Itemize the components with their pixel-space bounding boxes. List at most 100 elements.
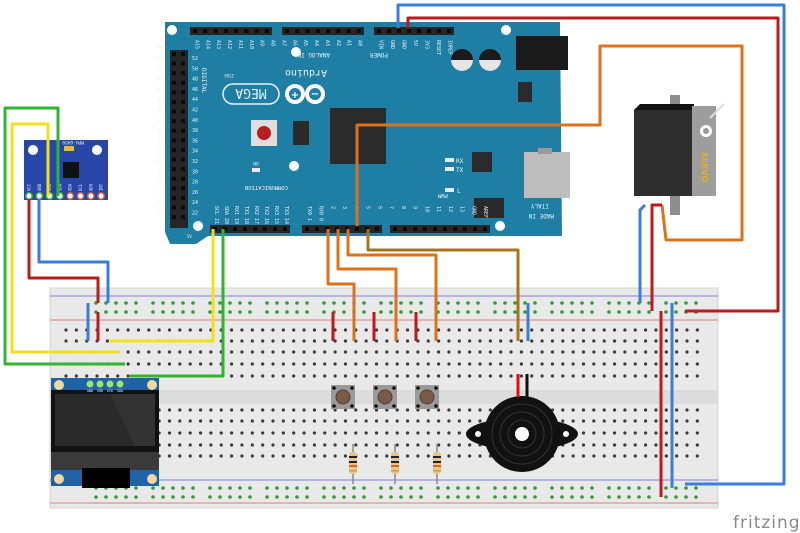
breadboard-hole[interactable] [230, 431, 234, 435]
breadboard-hole[interactable] [695, 454, 699, 458]
breadboard-hole[interactable] [323, 431, 327, 435]
wire-5v-to-rail[interactable] [406, 16, 780, 313]
breadboard-hole[interactable] [364, 419, 368, 423]
breadboard-hole[interactable] [302, 374, 306, 378]
rail-hole[interactable] [352, 486, 356, 490]
breadboard-hole[interactable] [312, 443, 316, 447]
breadboard-hole[interactable] [333, 419, 337, 423]
breadboard-hole[interactable] [644, 419, 648, 423]
breadboard-hole[interactable] [540, 339, 544, 343]
breadboard-hole[interactable] [519, 374, 524, 378]
header-pin[interactable] [172, 119, 176, 124]
breadboard-hole[interactable] [302, 328, 306, 332]
rail-hole[interactable] [560, 495, 564, 499]
breadboard-hole[interactable] [312, 350, 316, 354]
breadboard-hole[interactable] [447, 339, 451, 343]
breadboard-hole[interactable] [395, 443, 399, 447]
rail-hole[interactable] [389, 301, 393, 305]
breadboard-hole[interactable] [612, 408, 617, 412]
header-pin[interactable] [181, 61, 185, 66]
breadboard-hole[interactable] [364, 443, 368, 447]
rail-hole[interactable] [550, 486, 554, 490]
breadboard-hole[interactable] [261, 362, 265, 366]
rail-hole[interactable] [550, 495, 554, 499]
rail-hole[interactable] [362, 486, 366, 490]
breadboard-hole[interactable] [240, 408, 244, 412]
rail-hole[interactable] [191, 301, 195, 305]
wire-buzzer-signal[interactable] [366, 229, 520, 341]
breadboard-hole[interactable] [230, 408, 234, 412]
breadboard-hole[interactable] [147, 362, 151, 366]
breadboard-hole[interactable] [530, 362, 534, 366]
breadboard-hole[interactable] [302, 362, 306, 366]
rail-hole[interactable] [362, 301, 366, 305]
breadboard-hole[interactable] [675, 362, 679, 366]
breadboard-hole[interactable] [509, 339, 513, 343]
rail-hole[interactable] [161, 310, 165, 314]
breadboard-hole[interactable] [333, 443, 337, 447]
breadboard-hole[interactable] [499, 328, 503, 332]
header-pin[interactable] [326, 29, 331, 33]
breadboard-hole[interactable] [126, 350, 130, 354]
breadboard-hole[interactable] [457, 374, 461, 378]
breadboard-hole[interactable] [374, 374, 379, 378]
breadboard-hole[interactable] [633, 362, 637, 366]
rail-hole[interactable] [446, 310, 450, 314]
rail-hole[interactable] [161, 495, 165, 499]
rail-hole[interactable] [436, 495, 440, 499]
header-pin[interactable] [393, 227, 397, 231]
breadboard-hole[interactable] [478, 454, 482, 458]
rail-hole[interactable] [379, 301, 383, 305]
breadboard-hole[interactable] [695, 362, 699, 366]
rail-hole[interactable] [228, 301, 232, 305]
breadboard-hole[interactable] [447, 328, 451, 332]
breadboard-hole[interactable] [292, 328, 296, 332]
rail-hole[interactable] [332, 301, 336, 305]
rail-hole[interactable] [275, 495, 279, 499]
breadboard-hole[interactable] [126, 362, 130, 366]
breadboard-hole[interactable] [468, 408, 472, 412]
breadboard-hole[interactable] [633, 419, 637, 423]
rail-hole[interactable] [590, 495, 594, 499]
rail-hole[interactable] [342, 301, 346, 305]
breadboard-hole[interactable] [354, 408, 358, 412]
rail-hole[interactable] [295, 301, 299, 305]
breadboard-hole[interactable] [261, 419, 265, 423]
breadboard-hole[interactable] [468, 374, 472, 378]
rail-hole[interactable] [503, 301, 507, 305]
header-pin[interactable] [346, 29, 351, 33]
breadboard-hole[interactable] [271, 408, 275, 412]
rail-hole[interactable] [684, 486, 688, 490]
breadboard-hole[interactable] [230, 443, 234, 447]
breadboard-hole[interactable] [374, 328, 379, 332]
push-button[interactable] [415, 385, 439, 409]
mpu-pin[interactable] [97, 192, 106, 200]
breadboard-hole[interactable] [385, 374, 389, 378]
breadboard-hole[interactable] [281, 443, 285, 447]
breadboard-hole[interactable] [230, 419, 234, 423]
breadboard-hole[interactable] [416, 431, 420, 435]
breadboard-hole[interactable] [457, 443, 461, 447]
breadboard-hole[interactable] [416, 350, 420, 354]
rail-hole[interactable] [322, 301, 326, 305]
breadboard-hole[interactable] [323, 454, 327, 458]
rail-hole[interactable] [580, 301, 584, 305]
breadboard-hole[interactable] [385, 431, 389, 435]
rail-hole[interactable] [466, 486, 470, 490]
breadboard-hole[interactable] [561, 374, 565, 378]
breadboard-hole[interactable] [64, 328, 68, 332]
header-pin[interactable] [233, 227, 237, 231]
wire-button-3[interactable] [346, 229, 438, 341]
breadboard-hole[interactable] [281, 374, 285, 378]
breadboard-hole[interactable] [416, 454, 420, 458]
header-pin[interactable] [254, 29, 259, 33]
header-pin[interactable] [305, 227, 309, 231]
breadboard-hole[interactable] [240, 443, 244, 447]
breadboard-hole[interactable] [167, 362, 172, 366]
breadboard-hole[interactable] [623, 419, 627, 423]
breadboard-hole[interactable] [178, 454, 182, 458]
rail-hole[interactable] [637, 495, 641, 499]
oled-pin[interactable] [96, 380, 104, 388]
breadboard-hole[interactable] [581, 419, 586, 423]
rail-hole[interactable] [208, 310, 212, 314]
